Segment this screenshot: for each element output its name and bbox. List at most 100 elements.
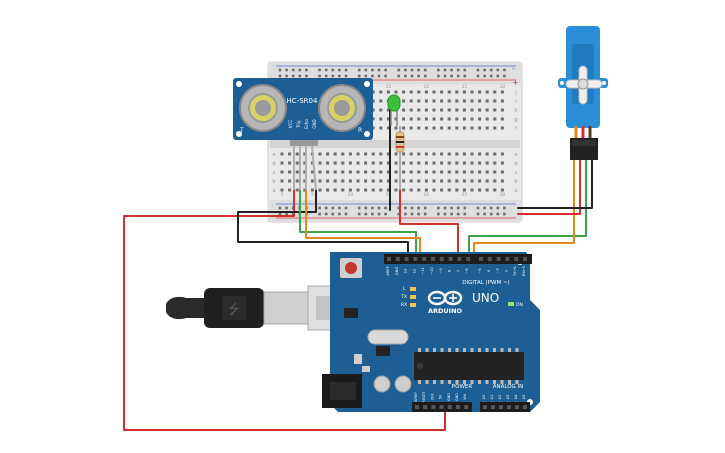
digital-pin-label: 8	[448, 269, 452, 272]
servo-motor[interactable]	[558, 26, 608, 160]
column-number: 30	[500, 192, 506, 198]
row-letter: b	[514, 179, 517, 185]
digital-pin-label: 4	[487, 269, 491, 272]
pin-hole	[507, 405, 511, 409]
wire-gnd-black[interactable]	[237, 189, 409, 263]
crystal-oscillator	[367, 329, 409, 345]
pin-hole	[479, 257, 483, 261]
row-letter: h	[514, 108, 517, 114]
power-pin-label: IOREF	[414, 392, 418, 402]
on-label: ON	[516, 302, 523, 308]
sensor-t-mark: T	[239, 127, 244, 134]
digital-pin-label: GND	[395, 267, 399, 275]
digital-pin-holes	[387, 257, 527, 261]
row-letter: a	[272, 188, 275, 194]
indicator-label: L	[403, 286, 406, 292]
pin-hole	[387, 257, 391, 261]
pin-hole	[395, 257, 400, 261]
column-number: 25	[462, 84, 468, 90]
digital-pin-label: 2	[504, 270, 508, 272]
pin-hole	[523, 257, 527, 261]
power-pin-label: 3V3	[430, 394, 434, 401]
row-letter: f	[515, 126, 517, 132]
indicator-led	[410, 303, 416, 307]
servo-horn	[565, 65, 603, 105]
capacitor	[394, 375, 412, 393]
sensor-r-mark: R	[358, 127, 362, 134]
row-letter: d	[514, 161, 517, 167]
digital-pin-label: ~9	[439, 268, 443, 274]
column-number: 10	[348, 192, 354, 198]
power-section-label: POWER	[452, 384, 473, 390]
svg-text:⭍: ⭍	[228, 302, 240, 318]
analog-pin-label: A5	[522, 395, 526, 400]
pin-hole	[439, 405, 444, 409]
pin-hole	[413, 257, 418, 261]
power-pin-label: 5V	[439, 394, 443, 399]
column-number: 25	[462, 192, 468, 198]
indicator-led	[410, 287, 416, 291]
sensor-pin-label: Trig	[296, 120, 301, 129]
pin-hole	[456, 405, 460, 409]
pin-hole	[496, 257, 501, 261]
rail-minus-label: -	[512, 64, 515, 73]
analog-pin-label: A3	[506, 395, 510, 400]
arduino-logo-icon	[427, 290, 463, 306]
digital-pin-label: 13	[404, 269, 408, 274]
row-letter: b	[272, 179, 275, 185]
usb-cable[interactable]: ⭍	[166, 285, 359, 331]
pin-hole	[448, 257, 453, 261]
row-letter: e	[514, 152, 517, 158]
wire-servo-black[interactable]	[517, 159, 593, 209]
wire-led-red[interactable]	[399, 189, 459, 263]
pin-hole	[466, 257, 471, 261]
wire-servo-red[interactable]	[517, 159, 581, 215]
wire-servo-green[interactable]	[468, 159, 587, 263]
pin-hole	[514, 257, 519, 261]
sensor-pin-label: Echo	[304, 119, 309, 129]
pin-hole	[483, 405, 487, 409]
power-pin-label: GND	[455, 393, 459, 401]
column-number: 30	[500, 84, 506, 90]
pin-hole	[431, 405, 436, 409]
pin-hole	[515, 405, 519, 409]
analog-pin-label: A4	[514, 394, 518, 399]
indicator-label: RX	[401, 302, 407, 308]
analog-header	[480, 402, 530, 412]
rail-plus-label: +	[512, 78, 519, 87]
led[interactable]	[387, 94, 401, 126]
digital-section-label: DIGITAL (PWM ~)	[462, 280, 509, 286]
digital-pin-label: ~11	[421, 267, 425, 275]
wires	[123, 109, 593, 431]
sensor-model-label: HC-SR04	[287, 97, 318, 105]
pin-hole	[457, 257, 462, 261]
row-letter: i	[515, 99, 516, 105]
receiver-transducer	[318, 84, 366, 132]
power-pin-label: GND	[447, 393, 451, 401]
pin-hole	[415, 405, 419, 409]
pin-hole	[464, 405, 469, 409]
analog-pin-label: A2	[498, 395, 502, 400]
column-number: 20	[424, 192, 430, 198]
digital-pin-label: RX←0	[522, 265, 526, 276]
resistor[interactable]	[395, 126, 405, 190]
column-number: 20	[424, 84, 430, 90]
indicator-label: TX	[400, 294, 407, 300]
analog-section-label: ANALOG IN	[493, 384, 524, 390]
pin-hole	[491, 405, 495, 409]
analog-pin-label: A1	[490, 395, 494, 400]
analog-pin-label: A0	[482, 394, 486, 399]
row-letter: d	[272, 161, 275, 167]
wire-trig-green[interactable]	[299, 189, 417, 263]
digital-pin-label: TX→1	[513, 266, 517, 277]
column-number: 15	[386, 84, 392, 90]
power-pin-label: RESET	[422, 391, 426, 403]
row-letter: a	[514, 188, 517, 194]
wire-echo-orange[interactable]	[305, 189, 421, 263]
row-letter: e	[272, 152, 275, 158]
